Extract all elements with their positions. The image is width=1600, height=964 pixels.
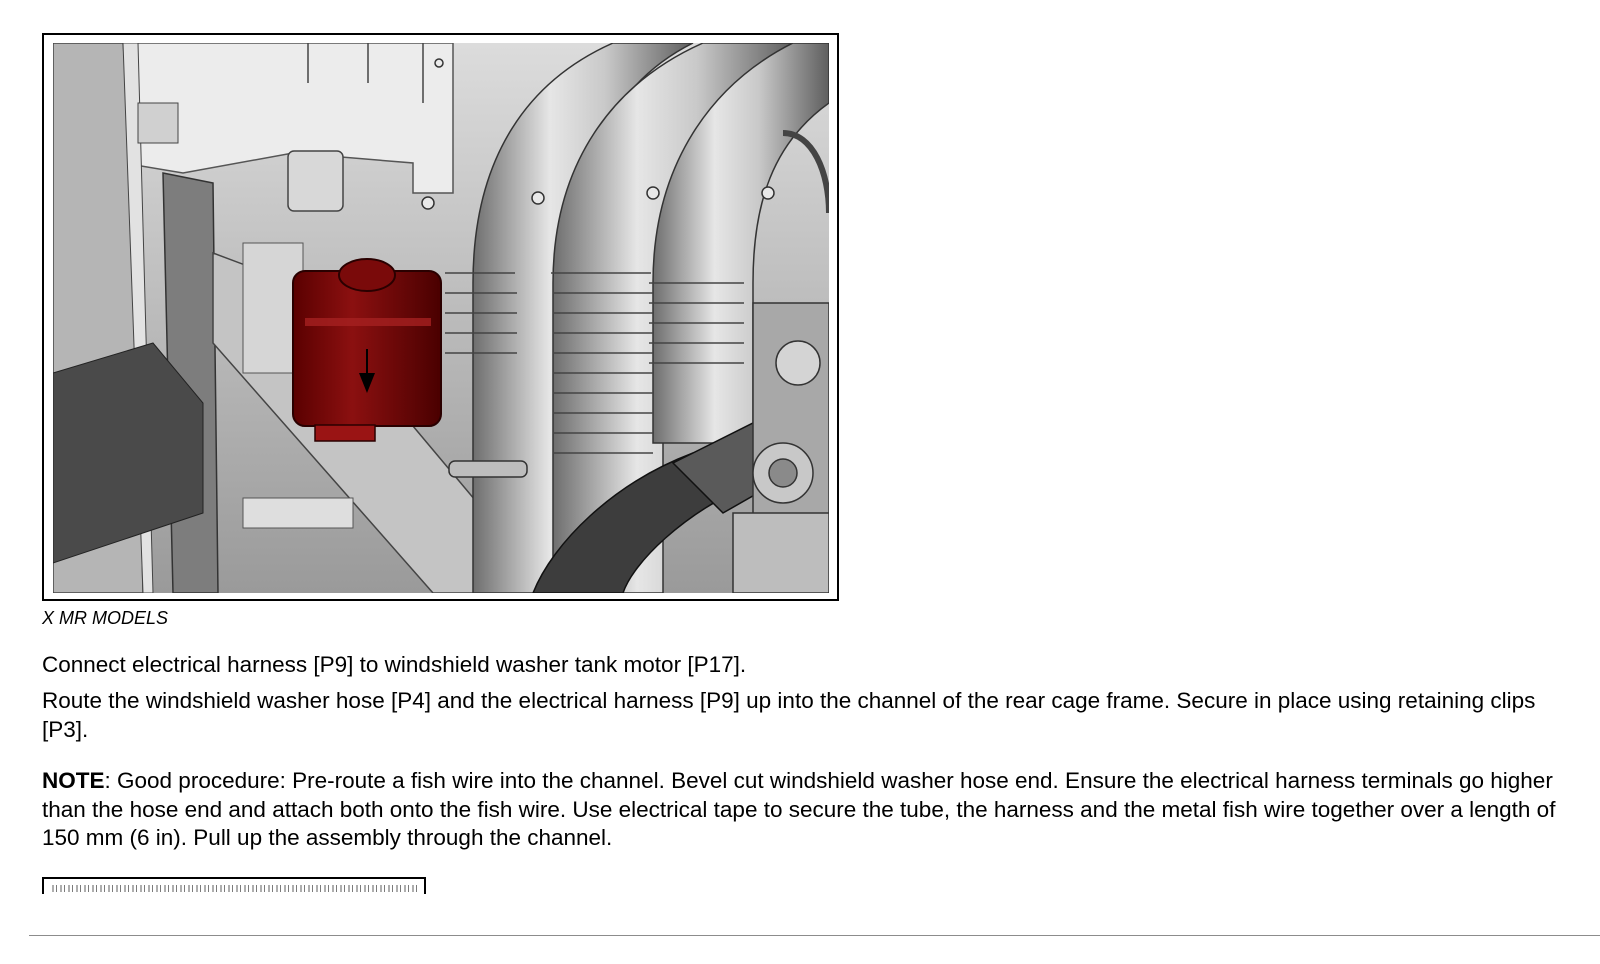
step-connect-harness: Connect electrical harness [P9] to winds… <box>42 652 747 677</box>
note-label: NOTE <box>42 768 105 793</box>
engine-bay-illustration <box>53 43 829 593</box>
step-route-hose: Route the windshield washer hose [P4] an… <box>42 688 1536 742</box>
figure-caption: X MR MODELS <box>42 608 169 628</box>
washer-tank-highlight <box>292 258 442 442</box>
note-text: : Good procedure: Pre-route a fish wire … <box>42 768 1556 850</box>
page-divider <box>29 935 1600 936</box>
next-figure-frame-cropped <box>42 877 426 894</box>
next-figure-image-fragment <box>52 885 418 892</box>
note-paragraph: NOTE: Good procedure: Pre-route a fish w… <box>42 767 1582 853</box>
figure-frame <box>42 33 839 601</box>
